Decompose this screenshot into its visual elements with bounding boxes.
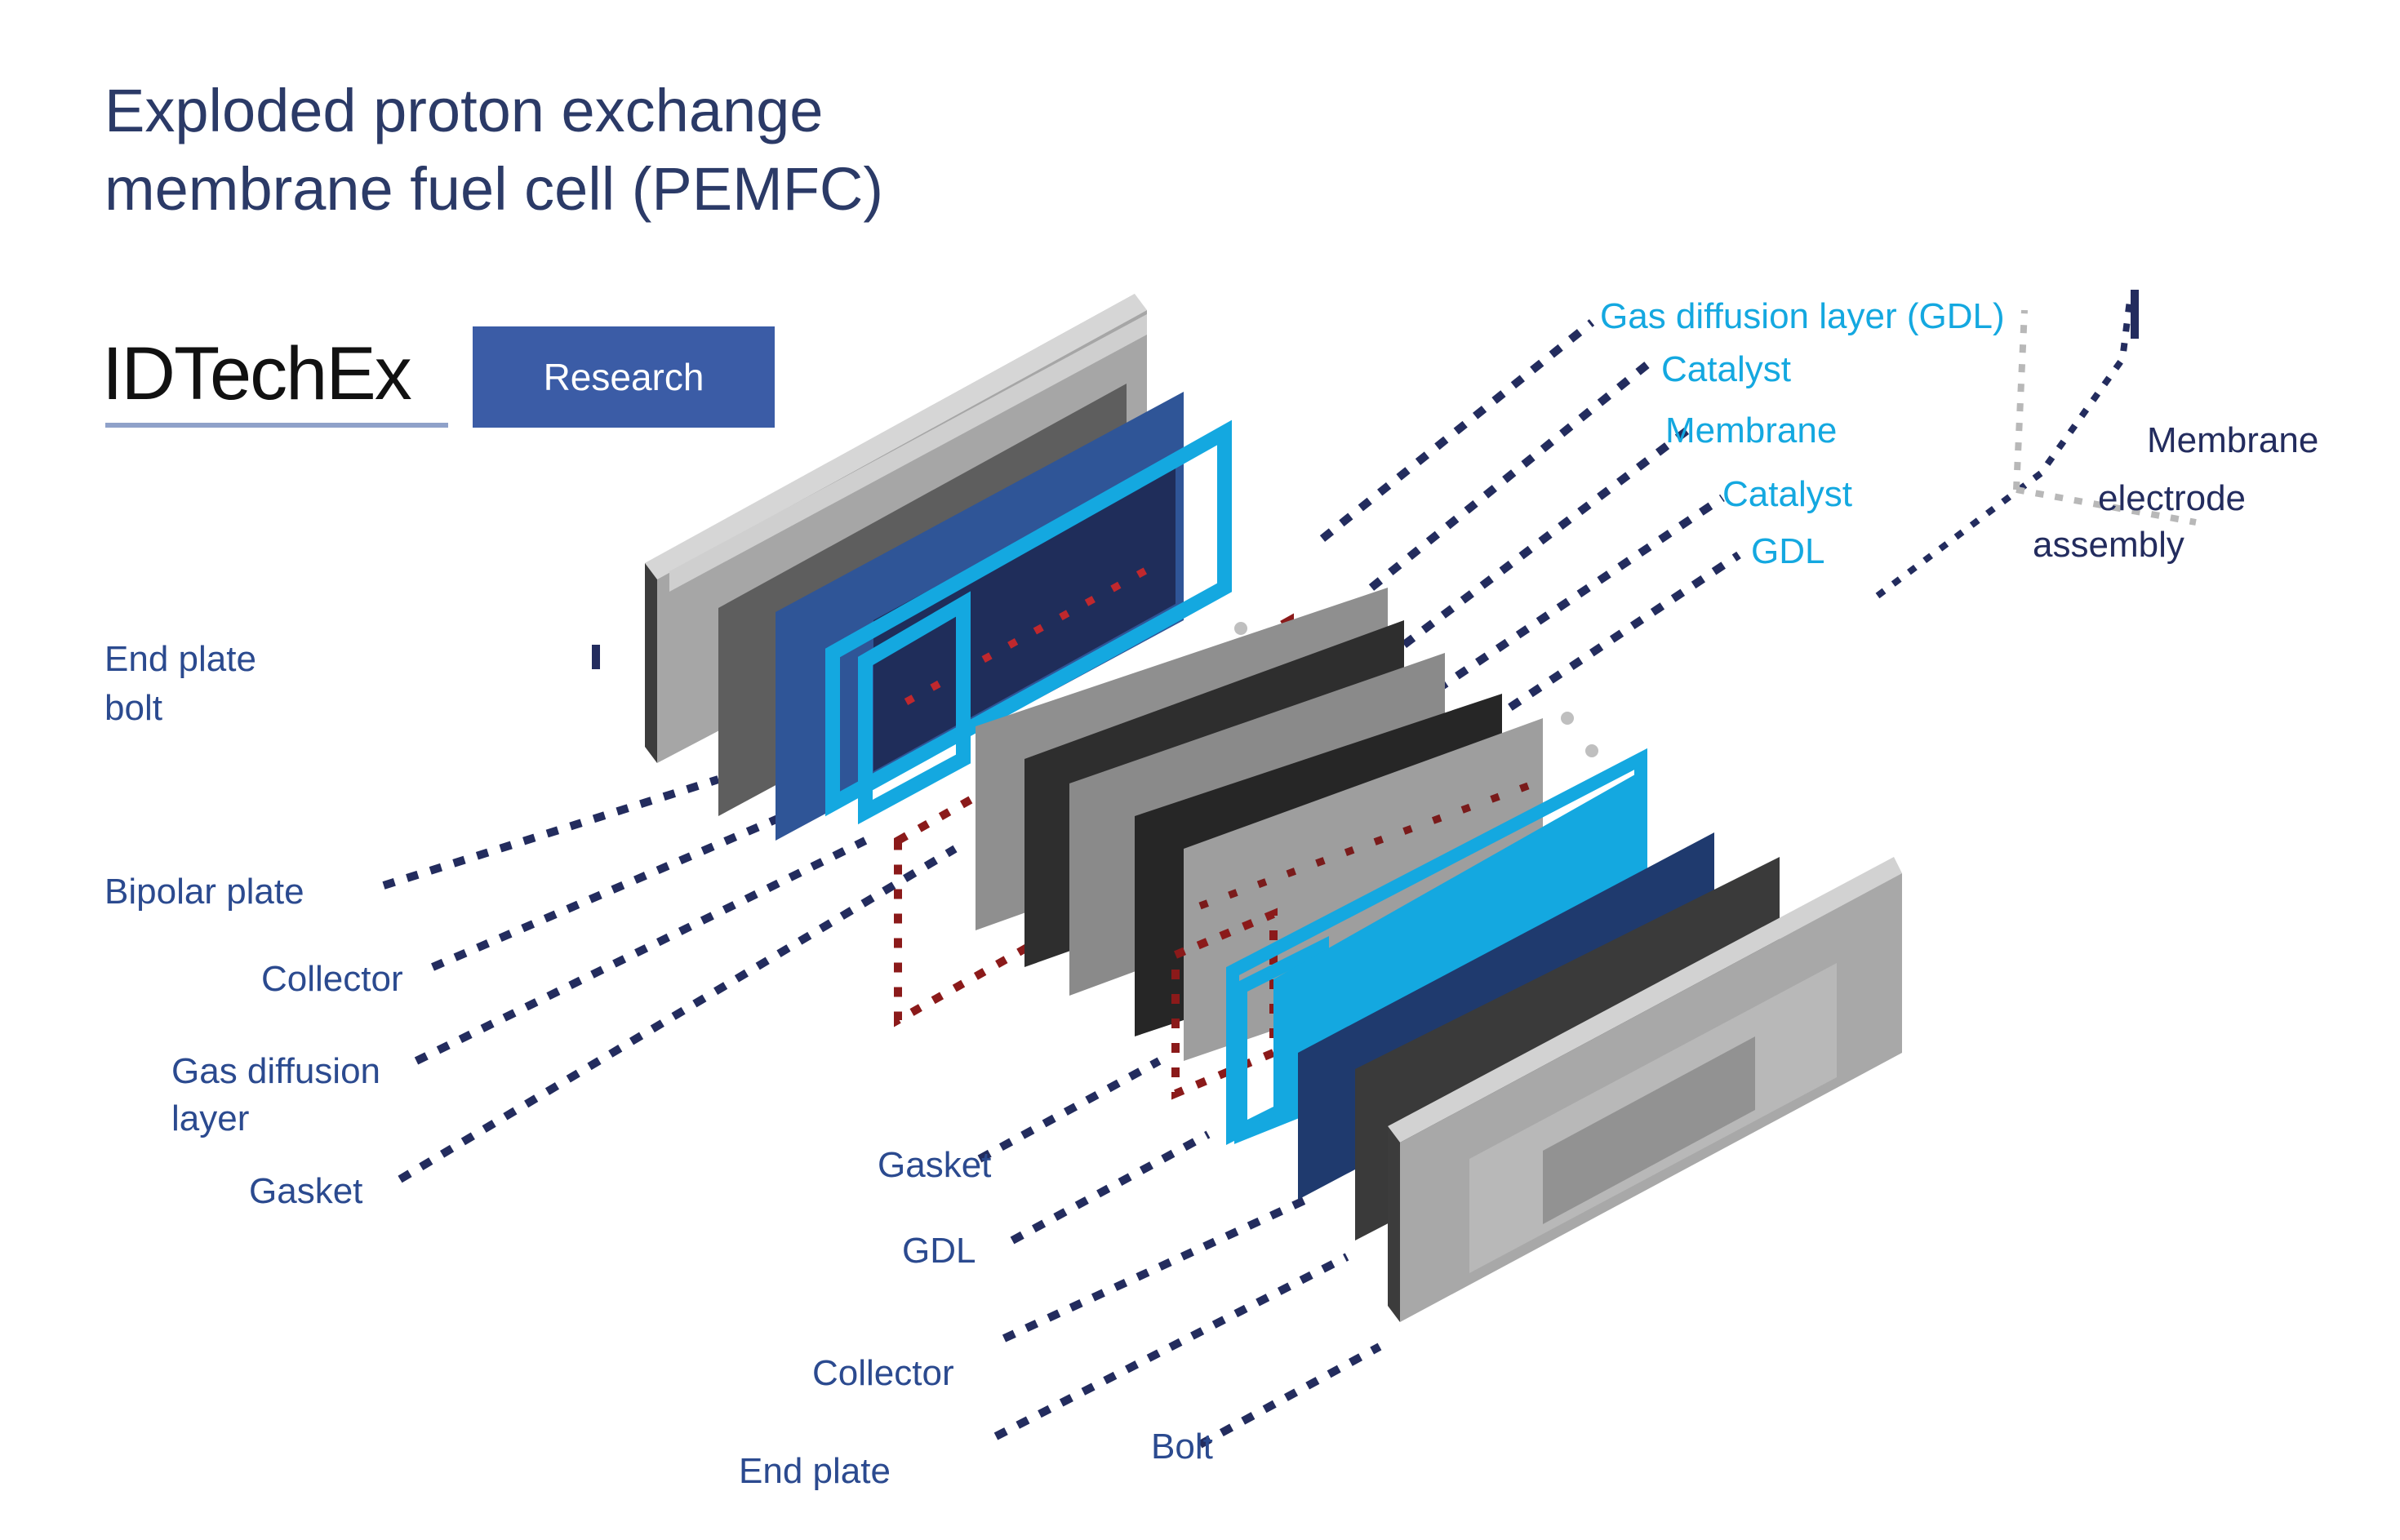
label-bipolar-plate: Bipolar plate: [104, 872, 304, 912]
mea-bracket-side: [2013, 309, 2028, 490]
leader-line-gas-diffusion: [414, 837, 868, 1065]
label-mea-2: electrode: [2098, 478, 2247, 518]
leader-line-collector: [431, 812, 785, 971]
label-mea-3: assembly: [2033, 525, 2184, 565]
flow-channel-red: [904, 560, 1162, 705]
gasket-cyan-top: [825, 419, 1232, 825]
label-gdl-bottom: GDL: [902, 1231, 976, 1271]
right-end-plate: [1388, 857, 1902, 1322]
leader-line-catalyst-2: [1434, 494, 1725, 694]
leader-line-gdl-bottom: [1010, 1130, 1211, 1245]
label-end-plate: End plate: [104, 639, 256, 679]
logo-wordmark: IDTechEx: [102, 332, 412, 415]
logo-underline: [105, 423, 448, 428]
page-title: Exploded proton exchange membrane fuel c…: [104, 72, 1084, 229]
leader-line-gasket-left: [398, 845, 958, 1183]
label-gas-diffusion: Gas diffusion: [171, 1051, 381, 1091]
label-bolt: Bolt: [1151, 1427, 1213, 1467]
label-gdl-2: GDL: [1751, 531, 1825, 571]
leader-line-gdl-top: [1319, 319, 1595, 542]
leader-line-collector-bottom: [1002, 1196, 1309, 1343]
logo-badge: Research: [473, 326, 775, 428]
label-catalyst-2: Catalyst: [1722, 474, 1852, 514]
leader-line-bolt: [1198, 1343, 1382, 1449]
label-gasket-bottom: Gasket: [878, 1145, 992, 1185]
title-line-2: membrane fuel cell (PEMFC): [104, 155, 884, 223]
label-catalyst-top: Catalyst: [1661, 349, 1791, 389]
label-gas-diffusion-layer: layer: [171, 1098, 250, 1138]
leader-line-gasket-bottom: [977, 1057, 1162, 1163]
label-end-plate-bolt: bolt: [104, 688, 162, 728]
bipolar-plate-blue: [776, 392, 1184, 841]
leader-line-mea: [1875, 293, 2134, 599]
leader-line-catalyst: [1368, 360, 1652, 591]
label-membrane-top: Membrane: [1665, 411, 1838, 450]
title-line-1: Exploded proton exchange: [104, 77, 824, 144]
leader-line-membrane: [1401, 425, 1693, 648]
label-gdl-top: Gas diffusion layer (GDL): [1600, 296, 2005, 336]
leader-line-gdl-2: [1467, 551, 1741, 739]
leader-line-end-plate: [382, 775, 720, 890]
label-collector-bottom: Collector: [812, 1353, 954, 1393]
label-end-plate-bottom: End plate: [739, 1451, 891, 1491]
label-collector: Collector: [261, 959, 403, 999]
leader-line-end-plate-bottom: [993, 1253, 1349, 1440]
bolt-holes: [1234, 622, 1598, 757]
label-gasket-left: Gasket: [249, 1171, 363, 1211]
label-mea-1: Membrane: [2147, 420, 2319, 460]
